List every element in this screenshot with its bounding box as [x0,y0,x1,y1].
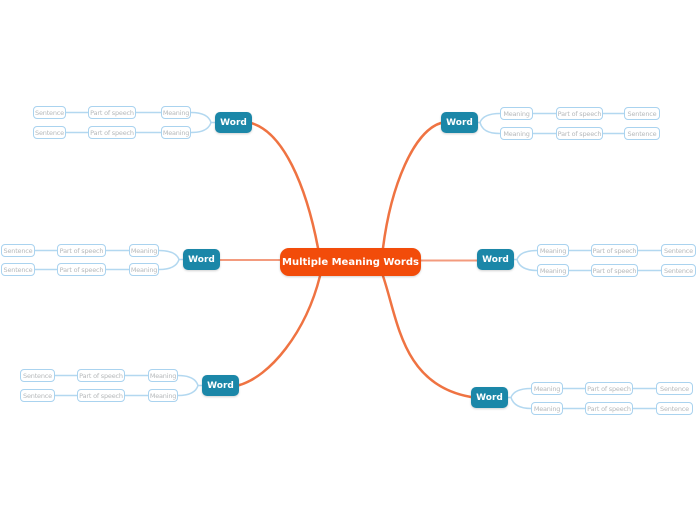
part-of-speech-box[interactable]: Part of speech [556,107,603,120]
part-of-speech-box[interactable]: Part of speech [77,389,125,402]
meaning-box[interactable]: Meaning [537,244,569,257]
word-node-middle-right[interactable]: Word [477,249,514,270]
word-node-bottom-right[interactable]: Word [471,387,508,408]
word-node-top-left[interactable]: Word [215,112,252,133]
part-of-speech-box[interactable]: Part of speech [585,402,633,415]
part-of-speech-box[interactable]: Part of speech [88,106,136,119]
meaning-box[interactable]: Meaning [161,126,191,139]
sentence-box[interactable]: Sentence [33,106,66,119]
word-node-top-right[interactable]: Word [441,112,478,133]
sentence-box[interactable]: Sentence [656,382,693,395]
sentence-box[interactable]: Sentence [1,244,35,257]
part-of-speech-box[interactable]: Part of speech [585,382,633,395]
sentence-box[interactable]: Sentence [624,127,660,140]
sentence-box[interactable]: Sentence [624,107,660,120]
branch-curve-bottom-left [236,274,322,387]
meaning-box[interactable]: Meaning [148,389,178,402]
sentence-box[interactable]: Sentence [656,402,693,415]
word-node-middle-left[interactable]: Word [183,249,220,270]
part-of-speech-box[interactable]: Part of speech [591,264,638,277]
meaning-box[interactable]: Meaning [129,263,159,276]
sentence-box[interactable]: Sentence [661,264,696,277]
word-node-bottom-left[interactable]: Word [202,375,239,396]
sentence-box[interactable]: Sentence [20,369,55,382]
meaning-box[interactable]: Meaning [129,244,159,257]
meaning-box[interactable]: Meaning [531,382,563,395]
meaning-box[interactable]: Meaning [537,264,569,277]
part-of-speech-box[interactable]: Part of speech [591,244,638,257]
part-of-speech-box[interactable]: Part of speech [57,244,106,257]
meaning-box[interactable]: Meaning [500,127,533,140]
meaning-box[interactable]: Meaning [148,369,178,382]
meaning-box[interactable]: Meaning [500,107,533,120]
branch-curve-top-right [381,121,443,250]
meaning-box[interactable]: Meaning [531,402,563,415]
part-of-speech-box[interactable]: Part of speech [88,126,136,139]
part-of-speech-box[interactable]: Part of speech [77,369,125,382]
branch-curve-top-left [249,121,320,250]
branch-curve-bottom-right [381,274,473,399]
part-of-speech-box[interactable]: Part of speech [556,127,603,140]
sentence-box[interactable]: Sentence [1,263,35,276]
sentence-box[interactable]: Sentence [33,126,66,139]
meaning-box[interactable]: Meaning [161,106,191,119]
part-of-speech-box[interactable]: Part of speech [57,263,106,276]
sentence-box[interactable]: Sentence [20,389,55,402]
sentence-box[interactable]: Sentence [661,244,696,257]
central-topic[interactable]: Multiple Meaning Words [280,248,421,276]
